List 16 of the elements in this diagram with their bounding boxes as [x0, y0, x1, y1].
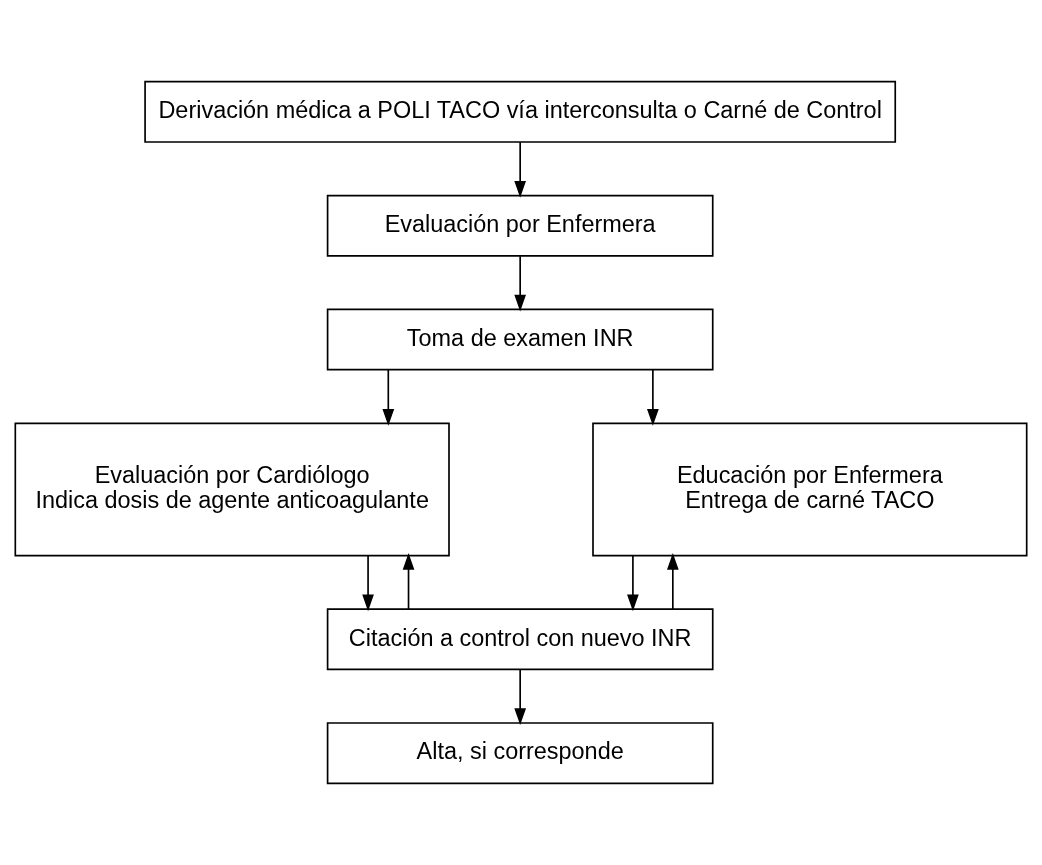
arrow: [647, 369, 659, 426]
node-box: Alta, si corresponde: [326, 722, 714, 785]
arrow: [514, 255, 527, 312]
node-box: Derivación médica a POLI TACO vía interconsulta o Carné de Control: [144, 80, 897, 143]
node-box: Toma de examen INR: [326, 308, 714, 371]
node-box: Evaluación por Enfermera: [326, 194, 714, 257]
arrow: [402, 553, 415, 610]
node-box: Evaluación por Cardiólogo Indica dosis de agente anticoagulante: [14, 422, 450, 557]
arrow: [666, 553, 679, 610]
arrow: [362, 554, 374, 612]
node-box: Citación a control con nuevo INR: [326, 608, 714, 671]
node-box: Educación por Enfermera Entrega de carné TACO: [592, 422, 1028, 557]
arrow: [514, 141, 527, 198]
arrow: [514, 668, 527, 726]
arrow: [627, 554, 639, 612]
arrow: [382, 369, 395, 426]
